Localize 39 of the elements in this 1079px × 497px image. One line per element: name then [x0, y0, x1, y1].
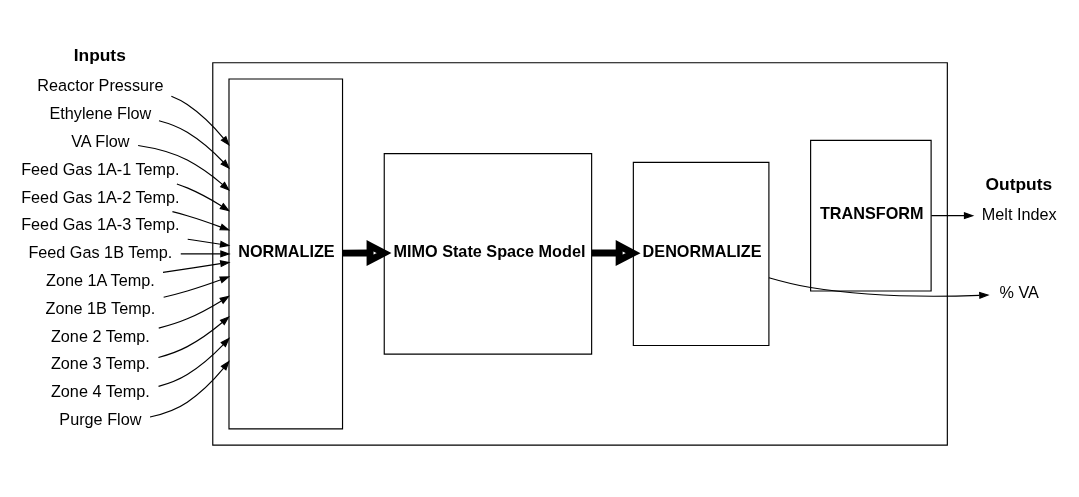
node-text: Feed Gas 1A-3 Temp.: [21, 214, 180, 233]
arrow: [157, 336, 231, 387]
arrow: [162, 259, 231, 273]
cluster: [212, 61, 948, 446]
arrow: [930, 211, 975, 219]
node-box: NORMALIZE: [228, 77, 344, 429]
arrow: [180, 249, 231, 258]
arrow: [157, 315, 230, 358]
arrow: [170, 95, 230, 146]
arrow: [137, 144, 230, 191]
arrow: [149, 359, 230, 418]
arrow: [158, 119, 230, 169]
node-box: DENORMALIZE: [632, 161, 770, 346]
node-text: Purge Flow: [59, 409, 142, 428]
node-text: Melt Index: [981, 204, 1057, 223]
arrow: [171, 210, 231, 231]
arrow: [591, 239, 641, 266]
node-text: Zone 1B Temp.: [45, 298, 156, 317]
label: Inputs: [73, 44, 126, 65]
node-text: Zone 2 Temp.: [50, 326, 150, 345]
arrow: [158, 295, 230, 329]
label: Outputs: [985, 173, 1053, 194]
node-box: TRANSFORM: [810, 139, 932, 292]
node-text: Zone 1A Temp.: [45, 270, 155, 289]
arrow: [768, 276, 990, 299]
node-text: Ethylene Flow: [49, 103, 152, 122]
node-text: Feed Gas 1A-1 Temp.: [21, 159, 180, 178]
node-text: Zone 3 Temp.: [50, 353, 150, 372]
arrow: [187, 238, 231, 248]
node-text: Feed Gas 1A-2 Temp.: [21, 187, 180, 206]
node-text: Zone 4 Temp.: [50, 381, 150, 400]
node-text: Reactor Pressure: [37, 75, 164, 94]
arrow: [176, 182, 231, 211]
arrow: [342, 239, 392, 266]
node-box: MIMO State Space Model: [383, 152, 593, 355]
node-text: VA Flow: [71, 131, 130, 150]
node-text: Feed Gas 1B Temp.: [28, 242, 173, 261]
node-text: % VA: [999, 282, 1039, 301]
arrow: [163, 275, 231, 298]
